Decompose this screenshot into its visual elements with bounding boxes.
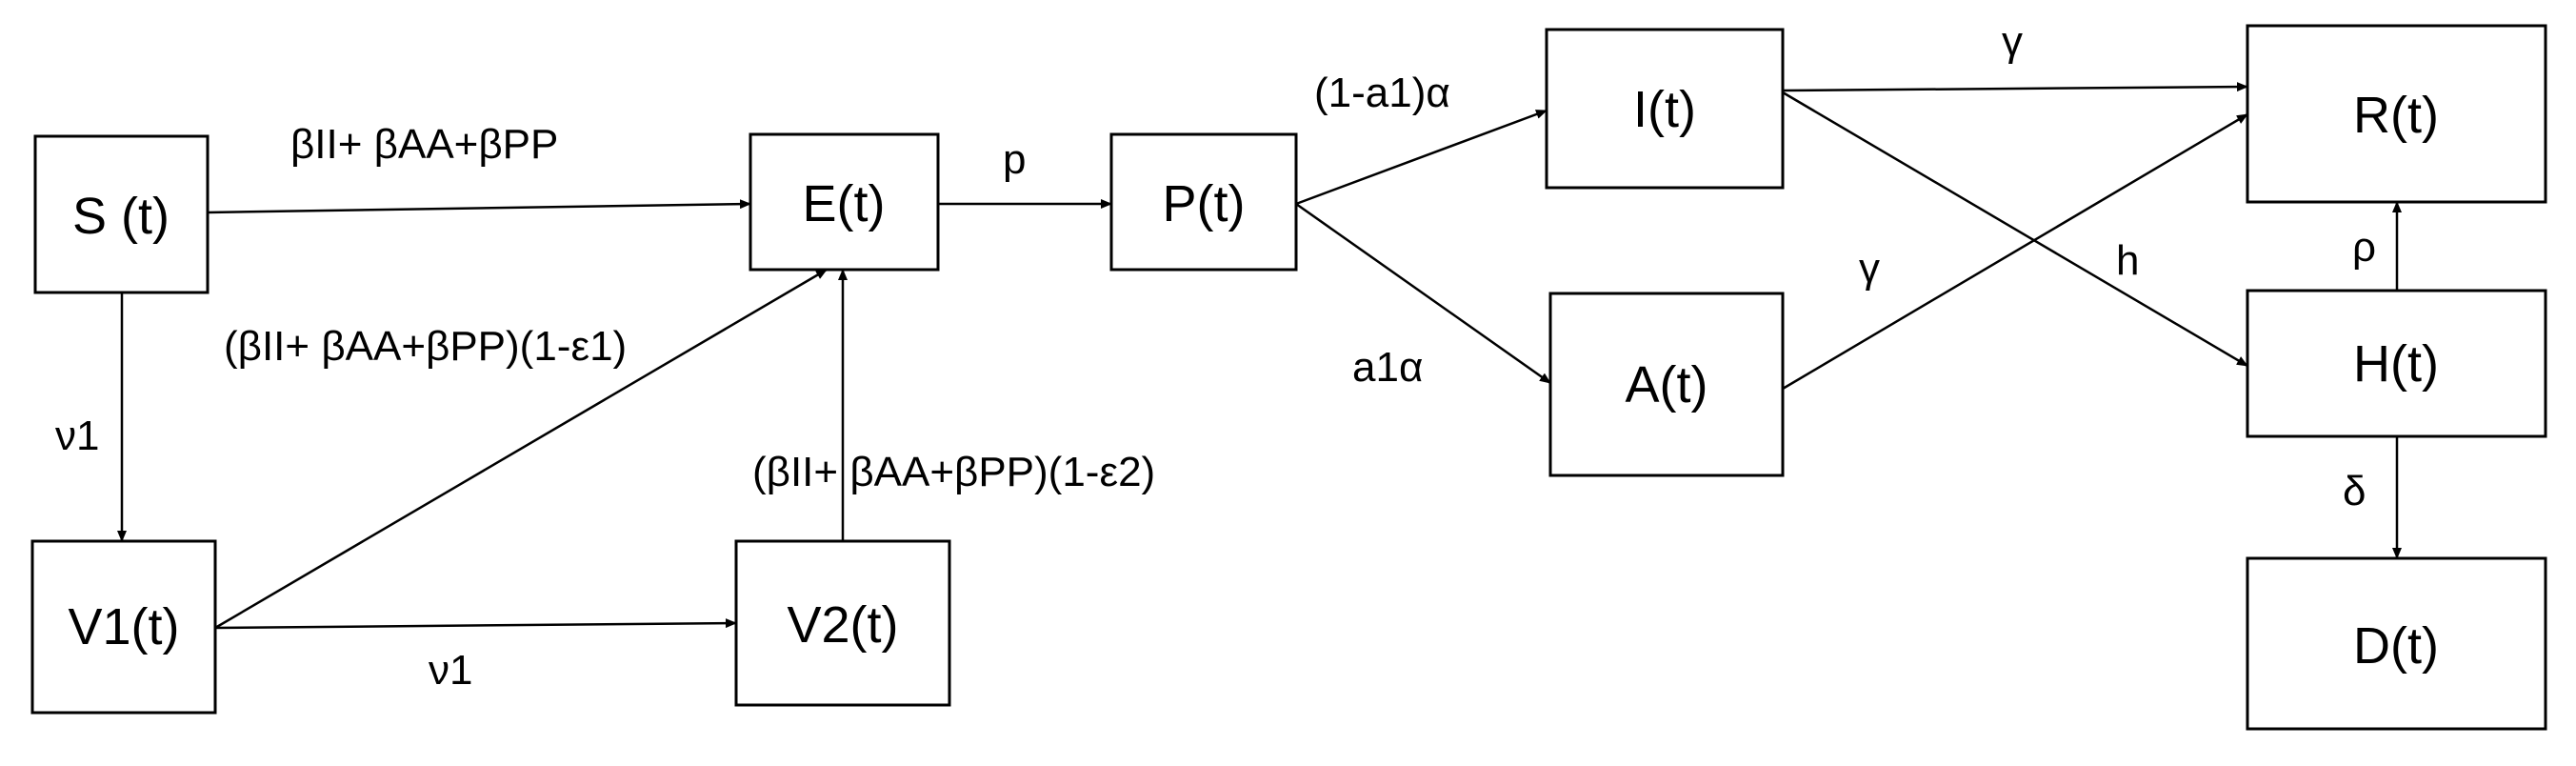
- node-v2: V2(t): [734, 539, 951, 707]
- node-d: D(t): [2246, 556, 2547, 731]
- node-d-label: D(t): [2353, 617, 2439, 675]
- label-p-to-i: (1-a1)α: [1314, 70, 1450, 116]
- label-h-to-r: ρ: [2352, 224, 2376, 271]
- label-v1-to-e: (βII+ βAA+βPP)(1-ε1): [224, 323, 627, 370]
- edge-p-to-a: [1295, 202, 1551, 385]
- node-v1-label: V1(t): [68, 598, 179, 655]
- label-v2-to-e: (βII+ βAA+βPP)(1-ε2): [752, 449, 1155, 495]
- label-i-to-h: h: [2116, 237, 2139, 284]
- label-s-to-v1: ν1: [55, 413, 99, 459]
- node-v1: V1(t): [30, 539, 217, 715]
- node-r: R(t): [2246, 24, 2547, 204]
- label-e-to-p: p: [1003, 136, 1026, 183]
- node-s-label: S (t): [72, 188, 170, 245]
- label-p-to-a: a1α: [1352, 344, 1423, 391]
- edge-i-to-r: [1782, 82, 2248, 92]
- node-r-label: R(t): [2353, 87, 2439, 144]
- node-e-label: E(t): [803, 175, 886, 232]
- label-i-to-r: γ: [2002, 18, 2023, 65]
- node-s: S (t): [33, 134, 210, 294]
- label-a-to-r: γ: [1859, 245, 1880, 292]
- edge-v1-to-v2: [214, 618, 737, 630]
- node-a-label: A(t): [1626, 356, 1708, 413]
- node-h-label: H(t): [2353, 335, 2439, 393]
- edge-i-to-h: [1782, 91, 2248, 368]
- edge-p-to-i: [1295, 109, 1548, 206]
- node-a: A(t): [1548, 292, 1785, 477]
- edge-a-to-r: [1782, 112, 2248, 391]
- node-i-label: I(t): [1633, 81, 1696, 138]
- edge-v1-to-e: [214, 268, 828, 630]
- node-p: P(t): [1109, 132, 1298, 272]
- node-i: I(t): [1545, 28, 1785, 190]
- edge-s-to-e: [207, 199, 751, 214]
- node-h: H(t): [2246, 289, 2547, 438]
- label-v1-to-v2: ν1: [429, 647, 472, 694]
- node-e: E(t): [749, 132, 940, 272]
- node-v2-label: V2(t): [787, 596, 898, 654]
- label-h-to-d: δ: [2343, 468, 2366, 514]
- node-p-label: P(t): [1163, 175, 1246, 232]
- label-s-to-e: βII+ βAA+βPP: [290, 121, 558, 168]
